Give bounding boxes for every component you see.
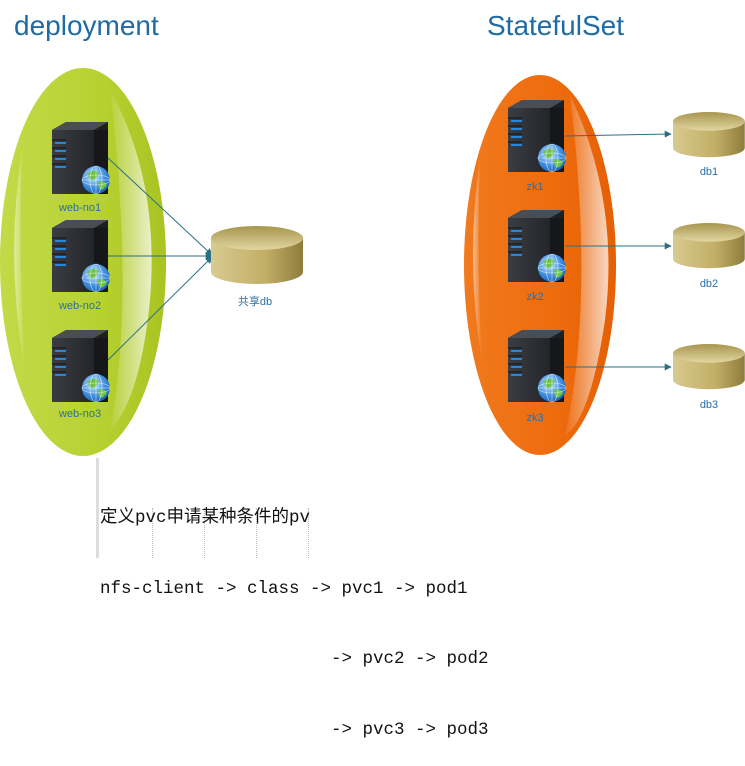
server-label-web-no3: web-no3	[58, 408, 101, 420]
editor-gutter	[96, 458, 99, 558]
indent-guide	[256, 508, 257, 558]
indent-guide	[204, 508, 205, 558]
database-icon-shared	[211, 226, 303, 284]
indent-guide	[152, 508, 153, 558]
arrow-web-no3-to-shared-db	[107, 256, 213, 361]
notes-line: 定义pvc申请某种条件的pv	[100, 508, 311, 528]
server-icon-zk2	[507, 209, 567, 283]
statefulset-title: StatefulSet	[487, 10, 624, 41]
database-icon-db3	[673, 344, 745, 390]
server-icon-web-no2	[51, 219, 111, 293]
db-label-db1: db1	[700, 166, 718, 178]
arrow-web-no1-to-shared-db	[107, 157, 213, 256]
database-icon-db2	[673, 223, 745, 269]
notes-line: -> pvc3 -> pod3	[100, 719, 489, 740]
notes-line: nfs-client -> class -> pvc1 -> pod1	[100, 578, 468, 599]
deployment-connectors	[107, 157, 213, 361]
notes-text-block: 定义pvc申请某种条件的pv nfs-client -> class -> pv…	[100, 460, 489, 766]
server-label-zk2: zk2	[526, 291, 543, 303]
database-icon-db1	[673, 112, 745, 158]
deployment-title: deployment	[14, 10, 159, 41]
server-label-zk1: zk1	[526, 181, 543, 193]
notes-line: -> pvc2 -> pod2	[100, 649, 489, 669]
indent-guide	[308, 508, 309, 558]
db-label-db2: db2	[700, 278, 718, 290]
db-label-shared: 共享db	[238, 294, 272, 308]
server-icon-zk1	[507, 99, 567, 173]
statefulset-connectors	[564, 130, 672, 371]
db-label-db3: db3	[700, 399, 718, 411]
server-icon-web-no1	[51, 121, 111, 195]
server-label-web-no2: web-no2	[58, 300, 101, 312]
server-label-web-no1: web-no1	[58, 202, 101, 214]
server-icon-web-no3	[51, 329, 111, 403]
architecture-diagram: web-no1 web-no2 web-no3 共享db zk1 zk2 zk3…	[0, 68, 745, 456]
arrow-zk1-to-db1	[564, 130, 672, 138]
server-icon-zk3	[507, 329, 567, 403]
server-label-zk3: zk3	[526, 412, 543, 424]
